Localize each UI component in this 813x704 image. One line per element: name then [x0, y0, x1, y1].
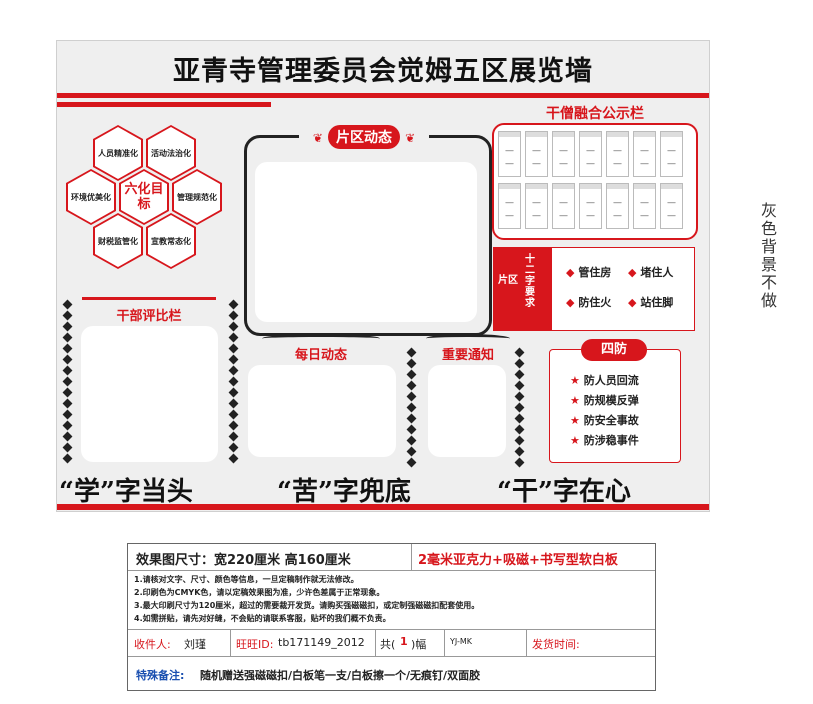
district-news-board — [255, 162, 477, 322]
divider — [526, 630, 527, 656]
product-code: YJ-MK — [450, 637, 472, 646]
count-prefix: 共( — [380, 638, 396, 651]
cadre-review-rule — [82, 297, 216, 300]
special-note: 随机赠送强磁磁扣/白板笔一支/白板擦一个/无痕钉/双面胶 — [200, 669, 481, 682]
photo-slot: —— — [660, 183, 683, 229]
title-underline-short — [57, 102, 271, 107]
side-note: 灰色背景不做 — [760, 201, 777, 310]
spec-row-size: 效果图尺寸：宽220厘米 高160厘米 2毫米亚克力+吸磁+书写型软白板 — [128, 544, 655, 571]
chain-decoration — [406, 347, 417, 470]
photo-slot: —— — [633, 183, 656, 229]
photo-slot: —— — [579, 183, 602, 229]
requirement-item: ◆ 站住脚 — [628, 296, 674, 309]
photo-slot: —— — [498, 183, 521, 229]
important-notice-board — [428, 365, 506, 457]
hex-item: 管理规范化 — [172, 169, 222, 225]
note-line: 4.如需拼贴，请先对好缝，不会贴的请联系客服，贴坏的我们概不负责。 — [134, 614, 391, 623]
count-suffix: )幅 — [411, 638, 427, 651]
hex-item: 财税监管化 — [93, 213, 143, 269]
prevent-item: ★ 防规模反弹 — [570, 394, 639, 407]
hex-center: 六化目标 — [119, 169, 169, 225]
daily-news-board — [248, 365, 396, 457]
leaf-ornament-right: ❦ — [405, 131, 416, 145]
spec-row-order: 收件人: 刘瑾 旺旺ID: tb171149_2012 共( 1 )幅 YJ-M… — [128, 630, 655, 657]
divider — [375, 630, 376, 656]
important-notice-title: 重要通知 — [441, 348, 494, 363]
photo-slot: —— — [660, 131, 683, 177]
daily-news-title: 每日动态 — [294, 348, 347, 363]
district-news-frame — [244, 135, 492, 336]
hexagon-goals: 人员精准化 活动法治化 环境优美化 六化目标 管理规范化 财税监管化 宣教常态化 — [63, 123, 229, 283]
four-prevent-title: 四防 — [581, 339, 647, 361]
photo-slot: —— — [633, 131, 656, 177]
public-board-title: 干僧融合公示栏 — [546, 106, 644, 122]
requirement-item: ◆ 防住火 — [566, 296, 612, 309]
public-board-slots: —— —— —— —— —— —— —— —— —— —— —— —— —— —… — [498, 131, 690, 231]
note-line: 1.请核对文字、尺寸、颜色等信息，一旦定稿制作就无法修改。 — [134, 575, 359, 584]
count-value: 1 — [400, 635, 408, 648]
requirements-side-label-2: 十二字要求 — [525, 254, 535, 309]
slogan: “干”字在心 — [497, 477, 631, 507]
cadre-review-title: 干部评比栏 — [116, 309, 182, 324]
title-underline — [57, 93, 709, 98]
chain-decoration — [62, 299, 73, 466]
hex-item: 宣教常态化 — [146, 213, 196, 269]
wangwang-id: tb171149_2012 — [278, 636, 365, 649]
photo-slot: —— — [552, 183, 575, 229]
daily-news-arc — [262, 334, 380, 343]
requirements-side-label-1: 片区 — [498, 275, 518, 286]
prevent-item: ★ 防涉稳事件 — [570, 434, 639, 447]
hex-item: 活动法治化 — [146, 125, 196, 181]
wangwang-label: 旺旺ID: — [236, 638, 274, 651]
four-prevent-box: ★ 防人员回流 ★ 防规模反弹 ★ 防安全事故 ★ 防涉稳事件 — [549, 349, 681, 463]
divider — [411, 544, 412, 570]
photo-slot: —— — [525, 183, 548, 229]
hex-item: 人员精准化 — [93, 125, 143, 181]
requirement-item: ◆ 堵住人 — [628, 266, 674, 279]
district-news-title: 片区动态 — [328, 125, 400, 149]
important-notice-arc — [426, 334, 510, 343]
requirements-box: 片区 十二字要求 ◆ 管住房 ◆ 堵住人 ◆ 防住火 ◆ 站住脚 — [493, 247, 695, 331]
ship-time-label: 发货时间: — [532, 638, 580, 651]
divider — [444, 630, 445, 656]
divider — [230, 630, 231, 656]
special-label: 特殊备注: — [136, 669, 185, 682]
hex-item: 环境优美化 — [66, 169, 116, 225]
spec-table: 效果图尺寸：宽220厘米 高160厘米 2毫米亚克力+吸磁+书写型软白板 1.请… — [127, 543, 656, 691]
bottom-rule — [57, 504, 709, 510]
material-label: 2毫米亚克力+吸磁+书写型软白板 — [418, 553, 618, 568]
spec-row-notes: 1.请核对文字、尺寸、颜色等信息，一旦定稿制作就无法修改。 2.印刷色为CMYK… — [128, 571, 655, 630]
leaf-ornament-left: ❦ — [312, 131, 323, 145]
display-board: 亚青寺管理委员会觉姆五区展览墙 人员精准化 活动法治化 环境优美化 六化目标 管… — [56, 40, 710, 512]
photo-slot: —— — [579, 131, 602, 177]
photo-slot: —— — [525, 131, 548, 177]
slogan: “苦”字兜底 — [277, 477, 411, 507]
recipient-label: 收件人: — [134, 638, 171, 651]
note-line: 3.最大印刷尺寸为120厘米，超过的需要裁开发货。请购买强磁磁扣，或定制强磁磁扣… — [134, 601, 480, 610]
recipient-name: 刘瑾 — [184, 638, 206, 651]
chain-decoration — [514, 347, 525, 470]
district-news-header: ❦ 片区动态 ❦ — [299, 125, 429, 153]
note-line: 2.印刷色为CMYK色，请以定稿效果图为准，少许色差属于正常现象。 — [134, 588, 385, 597]
chain-decoration — [228, 299, 239, 466]
size-label: 效果图尺寸：宽220厘米 高160厘米 — [136, 553, 351, 568]
photo-slot: —— — [606, 183, 629, 229]
cadre-review-board — [81, 326, 218, 462]
prevent-item: ★ 防人员回流 — [570, 374, 639, 387]
photo-slot: —— — [552, 131, 575, 177]
requirements-side: 片区 十二字要求 — [494, 248, 552, 330]
photo-slot: —— — [498, 131, 521, 177]
photo-slot: —— — [606, 131, 629, 177]
requirement-item: ◆ 管住房 — [566, 266, 612, 279]
slogan: “学”字当头 — [59, 477, 193, 507]
prevent-item: ★ 防安全事故 — [570, 414, 639, 427]
board-title: 亚青寺管理委员会觉姆五区展览墙 — [173, 56, 593, 87]
spec-row-special: 特殊备注: 随机赠送强磁磁扣/白板笔一支/白板擦一个/无痕钉/双面胶 — [128, 657, 655, 690]
